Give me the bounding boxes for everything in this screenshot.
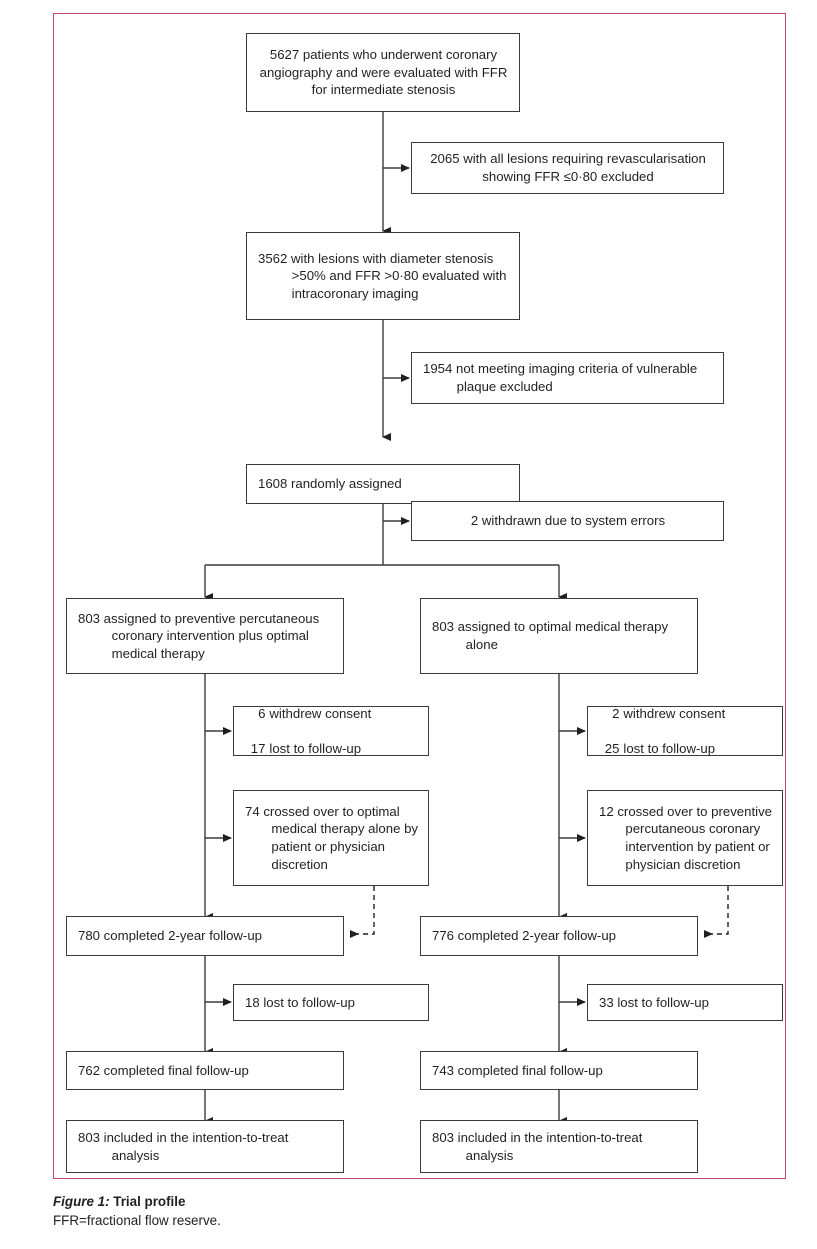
node-withdrawn-system-errors-text: 2 withdrawn due to system errors <box>470 513 666 529</box>
node-omt-itt-analysis-text: 803 included in the intention-to-treat a… <box>432 1129 643 1163</box>
node-excluded-revascularisation-text: 2065 with all lesions requiring revascul… <box>430 151 706 184</box>
node-pci-lost-followup: 18 lost to follow-up <box>233 984 429 1021</box>
node-pci-two-year-followup: 780 completed 2-year follow-up <box>66 916 344 956</box>
node-pci-itt-analysis: 803 included in the intention-to-treat a… <box>66 1120 344 1173</box>
node-pci-withdrawals-line1-label: withdrew consent <box>269 705 372 721</box>
node-omt-itt-analysis: 803 included in the intention-to-treat a… <box>420 1120 698 1173</box>
node-pci-final-followup: 762 completed final follow-up <box>66 1051 344 1090</box>
node-omt-final-followup: 743 completed final follow-up <box>420 1051 698 1090</box>
node-pci-lost-followup-text: 18 lost to follow-up <box>245 994 355 1010</box>
node-excluded-revascularisation: 2065 with all lesions requiring revascul… <box>411 142 724 194</box>
node-pci-final-followup-text: 762 completed final follow-up <box>78 1062 249 1078</box>
figure-caption-note: FFR=fractional flow reserve. <box>53 1213 221 1229</box>
node-pci-itt-analysis-text: 803 included in the intention-to-treat a… <box>78 1129 289 1163</box>
node-arm-omt-text: 803 assigned to optimal medical therapy … <box>432 619 669 652</box>
node-omt-withdrawals-line2-label: lost to follow-up <box>623 740 716 756</box>
figure-caption-title-line: Figure 1: Trial profile <box>53 1192 793 1211</box>
node-pci-crossover: 74 crossed over to optimal medical thera… <box>233 790 429 886</box>
node-arm-pci: 803 assigned to preventive percutaneous … <box>66 598 344 674</box>
node-arm-omt: 803 assigned to optimal medical therapy … <box>420 598 698 674</box>
node-pci-withdrawals-line1-number: 6 <box>258 705 266 721</box>
node-omt-withdrawals-line1-number: 2 <box>612 705 620 721</box>
node-omt-two-year-followup-text: 776 completed 2-year follow-up <box>432 928 616 944</box>
node-omt-crossover: 12 crossed over to preventive percutaneo… <box>587 790 783 886</box>
node-omt-final-followup-text: 743 completed final follow-up <box>432 1062 603 1078</box>
node-imaging-evaluated: 3562 with lesions with diameter stenosis… <box>246 232 520 320</box>
node-withdrawn-system-errors: 2 withdrawn due to system errors <box>411 501 724 541</box>
figure-caption-number: Figure 1: <box>53 1194 110 1209</box>
node-randomised-text: 1608 randomly assigned <box>258 476 402 492</box>
figure-caption-title: Trial profile <box>109 1194 186 1209</box>
node-omt-two-year-followup: 776 completed 2-year follow-up <box>420 916 698 956</box>
node-imaging-evaluated-text: 3562 with lesions with diameter stenosis… <box>258 250 507 301</box>
node-omt-withdrawals-line2-number: 25 <box>604 740 620 756</box>
node-omt-withdrawals-line1-label: withdrew consent <box>623 705 726 721</box>
node-omt-crossover-text: 12 crossed over to preventive percutaneo… <box>599 803 772 872</box>
figure-caption: Figure 1: Trial profile FFR=fractional f… <box>53 1192 793 1230</box>
node-enrolled: 5627 patients who underwent coronary ang… <box>246 33 520 112</box>
node-pci-withdrawals-line2-number: 17 <box>250 740 266 756</box>
node-excluded-imaging: 1954 not meeting imaging criteria of vul… <box>411 352 724 404</box>
node-omt-lost-followup: 33 lost to follow-up <box>587 984 783 1021</box>
node-arm-pci-text: 803 assigned to preventive percutaneous … <box>78 610 320 661</box>
node-pci-withdrawals-line2-label: lost to follow-up <box>269 740 362 756</box>
node-enrolled-text: 5627 patients who underwent coronary ang… <box>259 47 508 98</box>
node-pci-crossover-text: 74 crossed over to optimal medical thera… <box>245 803 419 872</box>
node-excluded-imaging-text: 1954 not meeting imaging criteria of vul… <box>423 361 698 394</box>
node-randomised: 1608 randomly assigned <box>246 464 520 504</box>
node-pci-two-year-followup-text: 780 completed 2-year follow-up <box>78 928 262 944</box>
node-omt-lost-followup-text: 33 lost to follow-up <box>599 994 709 1010</box>
